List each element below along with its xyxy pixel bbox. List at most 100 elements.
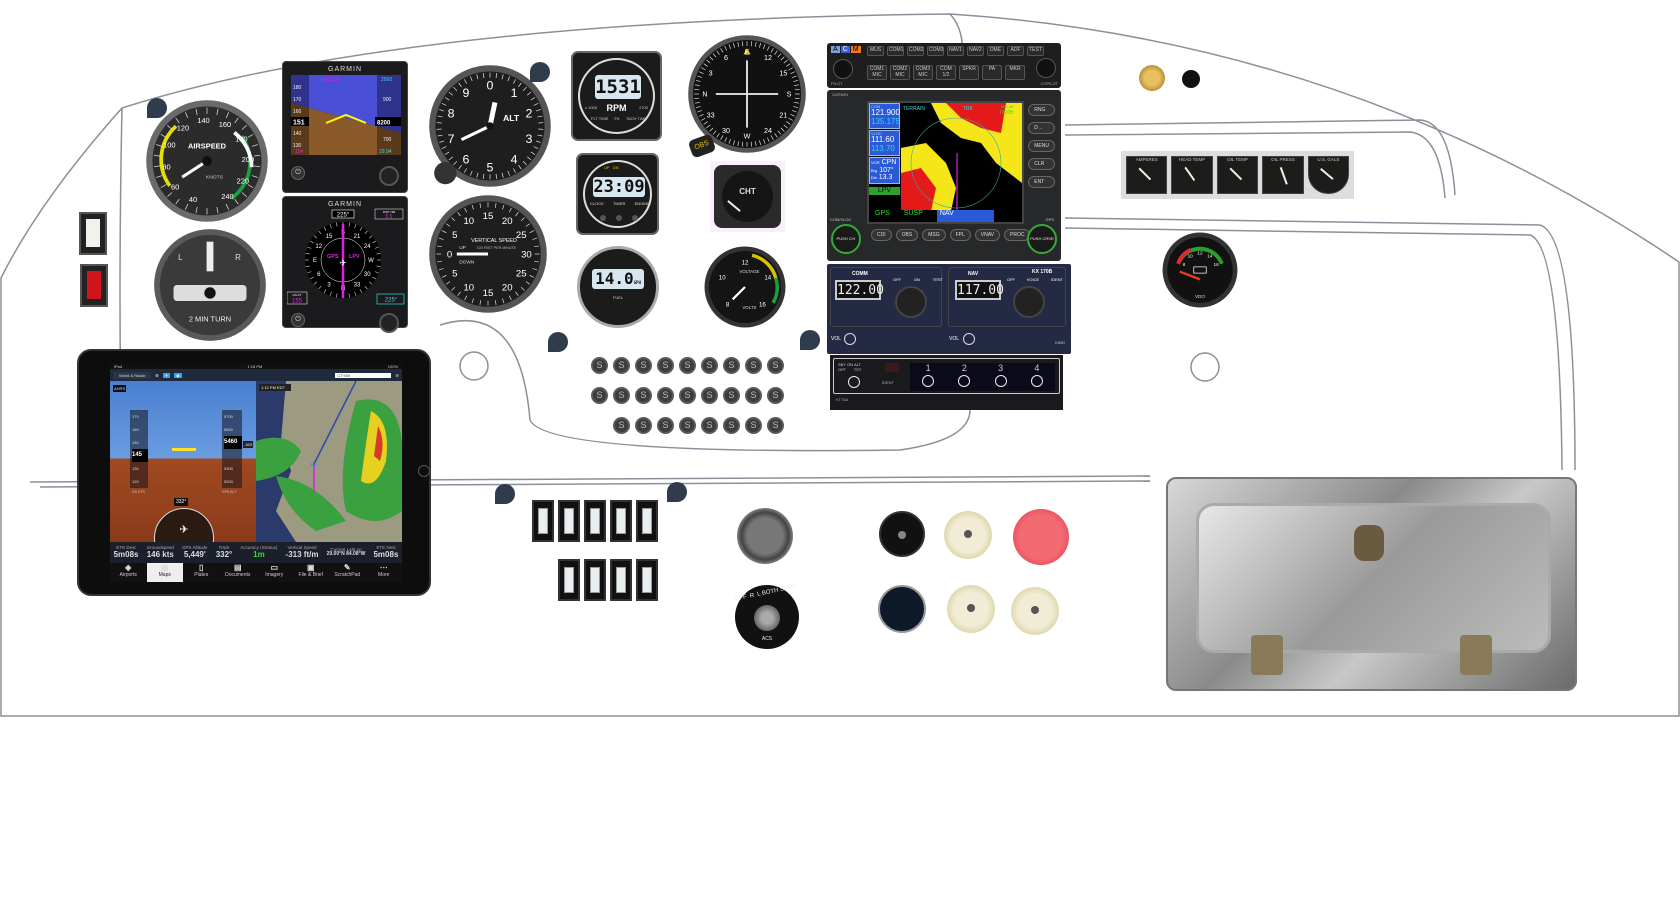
flight-time-button[interactable]: FLT TIME [591,116,609,121]
terrain-map[interactable]: TERRAIN TRK MSL Alt 7220ft [901,103,1022,211]
rocker-switch[interactable] [558,500,580,542]
ident-button[interactable]: IDENT [882,380,894,385]
circuit-breaker[interactable]: S [657,417,674,434]
comm-volume-knob[interactable] [844,333,856,345]
circuit-breaker[interactable]: S [767,357,784,374]
ipad-tab-documents[interactable]: ▤Documents [220,563,257,582]
circuit-breaker[interactable]: S [723,357,740,374]
nav-frequency-knob[interactable] [1013,286,1045,318]
ipad-tab-airports[interactable]: ◈Airports [110,563,147,582]
power-icon[interactable]: ⏻ [291,166,305,180]
gns-bottom-button[interactable]: PROC [1004,229,1031,241]
squawk-digit-knob[interactable]: 2 [958,363,971,391]
ipad-tab-scratchpad[interactable]: ✎ScratchPad [329,563,366,582]
clock-button[interactable] [616,215,622,221]
rocker-switch[interactable] [610,559,632,601]
audio-button[interactable]: COM3 MIC [913,65,933,80]
cream-control-knob[interactable] [947,585,995,633]
gray-push-button[interactable] [737,508,793,564]
white-indicator-light[interactable] [79,212,107,255]
audio-button[interactable]: COM2 MIC [890,65,910,80]
home-button[interactable] [418,465,430,477]
gns-bottom-button[interactable]: OBS [895,229,919,241]
rocker-switch[interactable] [584,500,606,542]
ignition-switch[interactable]: OFF R L BOTH START ACS [734,583,799,649]
ipad-tab-more[interactable]: ⋯More [366,563,403,582]
mode-a-button[interactable]: A [831,46,840,53]
audio-button[interactable]: COM3 [927,46,944,56]
circuit-breaker[interactable]: S [679,417,696,434]
rocker-switch[interactable] [610,500,632,542]
ipad-tab-plates[interactable]: ▯Plates [183,563,220,582]
gns-side-button[interactable]: MENU [1028,140,1055,152]
audio-button[interactable]: COM1 MIC [867,65,887,80]
mode-selector-knob[interactable] [848,376,860,388]
timer-icon[interactable]: ◉ [174,372,182,378]
ahrs-toggle-icon[interactable]: ✈ [162,372,171,378]
pilot-volume-knob[interactable] [833,59,853,79]
circuit-breaker[interactable]: S [591,387,608,404]
circuit-breaker[interactable]: S [767,387,784,404]
clock-button[interactable] [632,215,638,221]
ipad-tab-maps[interactable]: ▦Maps [146,563,183,582]
circuit-breaker[interactable]: S [591,357,608,374]
circuit-breaker[interactable]: S [701,387,718,404]
circuit-breaker[interactable]: S [745,357,762,374]
squawk-digit-knob[interactable]: 1 [922,363,935,391]
audio-button[interactable]: MKR [1005,65,1025,80]
gns-bottom-button[interactable]: CDI [871,229,892,241]
black-control-knob[interactable] [879,511,925,557]
circuit-breaker[interactable]: S [679,387,696,404]
audio-button[interactable]: COM1 [887,46,904,56]
circuit-breaker[interactable]: S [745,417,762,434]
power-icon[interactable]: ⏻ [291,313,305,327]
audio-button[interactable]: COM 1/2 [936,65,956,80]
radar-map[interactable]: ✈ 1:12 PM EDT [256,381,402,542]
baro-knob[interactable] [434,161,457,185]
cream-control-knob[interactable] [1011,587,1059,635]
rocker-switch[interactable] [636,500,658,542]
audio-button[interactable]: PA [982,65,1002,80]
circuit-breaker[interactable]: S [657,387,674,404]
circuit-breaker[interactable]: S [767,417,784,434]
tach-time-button[interactable]: TACH TIME [625,116,647,121]
audio-button[interactable]: TEST [1027,46,1044,56]
glove-box[interactable] [1166,477,1577,691]
clock-button[interactable] [600,215,606,221]
gear-icon[interactable]: ⚙ [395,372,399,378]
layer-selector[interactable]: World & Radar [113,371,152,379]
audio-button[interactable]: NAV2 [967,46,984,56]
gns-side-button[interactable]: CLR [1028,158,1055,170]
navy-control-knob[interactable] [878,585,926,633]
fk-button[interactable]: FK [614,116,620,121]
com-vloc-knob[interactable]: PUSH C/V [831,224,861,254]
copilot-volume-knob[interactable] [1036,58,1056,78]
mode-m-button[interactable]: M [850,46,861,53]
red-control-knob[interactable] [1013,509,1069,565]
comm-frequency-knob[interactable] [895,286,927,318]
rocker-switch[interactable] [584,559,606,601]
rocker-switch[interactable] [558,559,580,601]
mode-c-button[interactable]: C [840,46,850,53]
gns-bottom-button[interactable]: FPL [949,229,971,241]
audio-button[interactable]: NAV1 [947,46,964,56]
ipad-tab-file-brief[interactable]: ▣File & Brief [293,563,330,582]
glove-box-latch-icon[interactable] [1354,525,1384,561]
circuit-breaker[interactable]: S [679,357,696,374]
audio-button[interactable]: ADF [1007,46,1024,56]
circuit-breaker[interactable]: S [657,357,674,374]
audio-button[interactable]: COM2 [907,46,924,56]
rocker-switch[interactable] [532,500,554,542]
nav-volume-knob[interactable] [963,333,975,345]
circuit-breaker[interactable]: S [723,417,740,434]
circuit-breaker[interactable]: S [613,417,630,434]
circuit-breaker[interactable]: S [701,417,718,434]
search-input[interactable]: CTY89 [335,372,392,378]
g5-knob[interactable] [379,313,399,333]
rocker-switch[interactable] [636,559,658,601]
squawk-digit-knob[interactable]: 4 [1030,363,1043,391]
nav-frequency[interactable]: 117.00 [955,280,1004,300]
settings-icon[interactable]: ⚙ [155,372,159,378]
gns-side-button[interactable]: RNG [1028,104,1055,116]
gns-side-button[interactable]: ENT [1028,176,1055,188]
